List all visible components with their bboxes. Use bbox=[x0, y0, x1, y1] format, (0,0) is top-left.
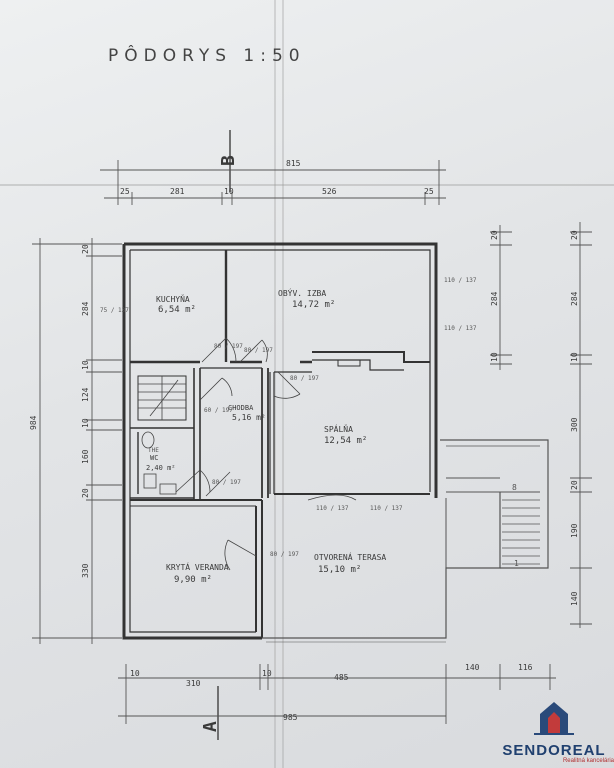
dim-top-1: 25 bbox=[120, 187, 130, 196]
room-kitchen-area: 6,54 m² bbox=[158, 305, 196, 315]
walls bbox=[122, 242, 438, 640]
dim-right-out-7: 140 bbox=[570, 591, 579, 606]
house-logo-icon bbox=[534, 702, 574, 735]
dim-right-out-5: 20 bbox=[570, 480, 579, 490]
wc-fixtures bbox=[141, 431, 177, 495]
label-door-c: 80 / 197 bbox=[290, 375, 319, 382]
room-bedroom-name: SPÁLŇA bbox=[324, 423, 353, 434]
label-win-living: 110 / 137 bbox=[444, 277, 477, 284]
label-win-living2: 110 / 137 bbox=[444, 325, 477, 332]
paper-fold-vertical bbox=[274, 0, 276, 768]
terrace-outline bbox=[262, 439, 549, 643]
room-labels: KUCHYŇA 6,54 m² OBÝV. IZBA 14,72 m² CHOD… bbox=[146, 287, 386, 585]
label-win-bed2: 110 / 137 bbox=[370, 505, 403, 512]
dim-left-8: 330 bbox=[81, 563, 90, 578]
dim-left-3: 10 bbox=[81, 360, 90, 370]
dim-right-out-6: 190 bbox=[570, 523, 579, 538]
dim-left-6: 160 bbox=[81, 449, 90, 464]
label-the: THE bbox=[148, 447, 159, 454]
room-terrace-area: 15,10 m² bbox=[318, 565, 361, 575]
room-living-area: 14,72 m² bbox=[292, 300, 335, 310]
brand-name: SENDOREAL bbox=[502, 742, 606, 759]
dim-left-1: 20 bbox=[81, 244, 90, 254]
room-veranda-name: KRYTÁ VERANDA bbox=[166, 561, 229, 572]
label-door-d: 80 / 197 bbox=[212, 479, 241, 486]
dim-bottom-4: 485 bbox=[334, 673, 349, 682]
dim-right-out-4: 300 bbox=[570, 417, 579, 432]
label-step-1: 1 bbox=[514, 559, 519, 568]
door-swings bbox=[175, 337, 357, 571]
dim-right-out-2: 284 bbox=[570, 291, 579, 306]
dim-bottom-3: 10 bbox=[262, 669, 272, 678]
dim-top-2: 281 bbox=[170, 187, 185, 196]
label-step-8: 8 bbox=[512, 483, 517, 492]
dim-top-4: 526 bbox=[322, 187, 337, 196]
dim-bottom-1: 10 bbox=[130, 669, 140, 678]
label-door-veranda: 80 / 197 bbox=[270, 551, 299, 558]
drawing-title: PÔDORYS 1:50 bbox=[108, 46, 306, 66]
dim-left-7: 20 bbox=[81, 488, 90, 498]
room-bedroom-area: 12,54 m² bbox=[324, 436, 367, 446]
section-a-label: A bbox=[200, 721, 221, 732]
dim-top-3: 10 bbox=[224, 187, 234, 196]
label-win-kitchen: 75 / 137 bbox=[100, 307, 129, 314]
room-living-name: OBÝV. IZBA bbox=[278, 287, 326, 298]
dim-right-in-3: 10 bbox=[490, 352, 499, 362]
dim-right-in-1: 20 bbox=[490, 230, 499, 240]
dim-bottom-5: 140 bbox=[465, 663, 480, 672]
dim-top-total: 815 bbox=[286, 159, 301, 168]
paper-fold-vertical-2 bbox=[282, 0, 284, 768]
label-door-a: 80 / 197 bbox=[214, 343, 243, 350]
dim-right-out-3: 10 bbox=[570, 352, 579, 362]
room-hall-area: 5,16 m² bbox=[232, 413, 266, 422]
exterior-stairs bbox=[502, 499, 540, 565]
room-wc-area: 2,40 m² bbox=[146, 464, 176, 472]
room-wc-name: WC bbox=[150, 454, 158, 462]
dim-left-4: 124 bbox=[81, 387, 90, 402]
opening-labels: 75 / 137 110 / 137 110 / 137 80 / 197 80… bbox=[100, 277, 519, 568]
stair-steps bbox=[138, 376, 186, 420]
room-terrace-name: OTVORENÁ TERASA bbox=[314, 551, 386, 562]
room-veranda-area: 9,90 m² bbox=[174, 575, 212, 585]
dim-right-out-1: 20 bbox=[570, 230, 579, 240]
brand-logo: SENDOREAL Realitná kancelária bbox=[494, 694, 614, 768]
room-kitchen-name: KUCHYŇA bbox=[156, 293, 190, 304]
brand-subtitle: Realitná kancelária bbox=[562, 758, 614, 764]
section-b-label: B bbox=[218, 155, 239, 166]
dim-bottom-total: 985 bbox=[283, 713, 298, 722]
label-win-bed1: 110 / 137 bbox=[316, 505, 349, 512]
paper-fold-horizontal bbox=[0, 184, 614, 186]
dimension-texts: 815 25 281 10 526 25 985 10 310 10 485 1… bbox=[29, 159, 579, 722]
room-hall-name: CHODBA bbox=[228, 404, 254, 412]
dim-right-in-2: 284 bbox=[490, 291, 499, 306]
dim-left-2: 284 bbox=[81, 301, 90, 316]
dim-left-5: 10 bbox=[81, 418, 90, 428]
dim-left-total: 984 bbox=[29, 415, 38, 430]
label-door-b: 80 / 197 bbox=[244, 347, 273, 354]
label-door-e: 60 / 197 bbox=[204, 407, 233, 414]
dim-top-5: 25 bbox=[424, 187, 434, 196]
dim-bottom-2: 310 bbox=[186, 679, 201, 688]
dimension-lines bbox=[32, 130, 592, 740]
dim-bottom-6: 116 bbox=[518, 663, 533, 672]
